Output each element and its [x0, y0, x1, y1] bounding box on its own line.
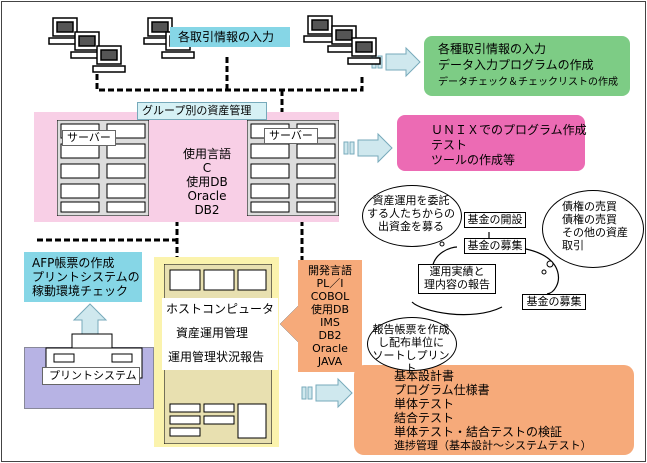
- host-line2: 資産運用管理: [176, 326, 249, 340]
- box-report: 運用実績と 理内容の報告: [418, 264, 496, 294]
- afp-line-1: プリントシステムの: [32, 270, 140, 284]
- bubble-right-2: その他の資産: [562, 226, 628, 239]
- box-fund-raise: 基金の募集: [464, 238, 526, 254]
- bubble-top-0: 資産運用を委託: [372, 194, 450, 207]
- host-label-box: ホストコンピュータ 資産運用管理 運用管理状況報告: [162, 298, 278, 370]
- server-right: [246, 119, 340, 217]
- orange-box: 基本設計書 プログラム仕様書 単体テスト 結合テスト 単体テスト・結合テストの検…: [354, 365, 634, 455]
- green-line-0: 各種取引情報の入力: [438, 42, 547, 56]
- terminals-group-left: [47, 14, 142, 74]
- print-label: プリントシステム: [49, 369, 137, 382]
- dev-lang-7: JAVA: [317, 355, 343, 368]
- bubble-right: [542, 190, 644, 268]
- server-left-label-box: サーバー: [62, 130, 116, 146]
- afp-box: AFP帳票の作成 プリントシステムの 稼動環境チェック: [24, 252, 142, 302]
- bubble-right-text: 債権の売買 債権の売買 その他の資産 取引: [562, 200, 638, 252]
- pink-box: ＵＮＩＸでのプログラム作成 テスト ツールの作成等: [397, 115, 587, 171]
- bubble-top-1: する人たちからの: [367, 207, 455, 220]
- lang-mid-4: DB2: [194, 203, 220, 217]
- bubble-bottom-1: し配布単位に: [378, 336, 444, 349]
- lang-mid-2: 使用DB: [186, 175, 228, 189]
- bubble-bottom: [367, 317, 457, 371]
- bubble-top: [362, 185, 462, 247]
- group-label-box: グループ別の資産管理: [137, 102, 267, 120]
- terminals-group-right: [302, 12, 392, 72]
- terminals-label: 各取引情報の入力: [178, 30, 275, 44]
- pink-line-0: ＵＮＩＸでのプログラム作成: [431, 123, 587, 137]
- computer-icon: [303, 15, 381, 65]
- bubble-top-2: 出資金を募る: [378, 220, 444, 233]
- dev-lang-4: IMS: [320, 316, 340, 329]
- lang-mid-3: Oracle: [187, 189, 227, 203]
- bubble-bottom-2: ソートしプリント: [372, 349, 450, 375]
- orange-line-4: 単体テスト・結合テストの検証: [394, 425, 563, 439]
- box-fund-raise-2: 基金の募集: [522, 294, 586, 310]
- bubble-right-3: 取引: [562, 239, 584, 252]
- server-right-label-box: サーバー: [264, 128, 318, 144]
- dev-langs-box: [298, 260, 362, 372]
- box-report-0: 運用実績と: [429, 265, 485, 278]
- bubble-top-text: 資産運用を委託 する人たちからの 出資金を募る: [364, 194, 458, 233]
- green-box: 各種取引情報の入力 データ入力プログラムの作成 データチェック＆チェックリストの…: [424, 36, 630, 96]
- server-left-label: サーバー: [67, 131, 111, 144]
- bubble-bottom-0: 報告帳票を作成: [372, 323, 450, 336]
- orange-line-5: 進捗管理（基本設計～システムテスト）: [394, 439, 592, 452]
- pink-line-1: テスト: [431, 138, 468, 152]
- green-line-1: データ入力プログラムの作成: [438, 58, 594, 72]
- lang-mid-0: 使用言語: [182, 147, 231, 161]
- host-title: ホストコンピュータ: [166, 302, 275, 316]
- box-report-1: 理内容の報告: [424, 278, 490, 291]
- dev-langs: 開発言語 PL／I COBOL 使用DB IMS DB2 Oracle JAVA: [294, 264, 366, 368]
- afp-line-2: 稼動環境チェック: [32, 284, 129, 298]
- bubble-bottom-text: 報告帳票を作成 し配布単位に ソートしプリント: [369, 323, 453, 375]
- languages-mid: 使用言語 C 使用DB Oracle DB2: [167, 147, 247, 217]
- host-line3: 運用管理状況報告: [168, 350, 265, 364]
- orange-line-2: 単体テスト: [394, 397, 455, 411]
- orange-line-3: 結合テスト: [394, 411, 455, 425]
- orange-line-1: プログラム仕様書: [394, 383, 490, 397]
- dev-lang-2: COBOL: [310, 290, 350, 303]
- server-rack-icon: [246, 119, 340, 217]
- lang-mid-1: C: [202, 161, 212, 175]
- bubble-right-0: 債権の売買: [562, 200, 617, 213]
- box-fund-open: 基金の開設: [464, 212, 526, 228]
- dev-lang-0: 開発言語: [308, 264, 352, 277]
- afp-line-0: AFP帳票の作成: [32, 256, 115, 270]
- bubble-right-1: 債権の売買: [562, 213, 617, 226]
- dev-lang-5: DB2: [318, 329, 342, 342]
- dev-lang-1: PL／I: [316, 277, 344, 290]
- server-right-label: サーバー: [269, 129, 313, 142]
- dev-lang-3: 使用DB: [310, 303, 350, 316]
- pink-line-2: ツールの作成等: [431, 153, 516, 167]
- print-label-box: プリントシステム: [42, 367, 140, 385]
- green-line-2: データチェック＆チェックリストの作成: [438, 77, 618, 88]
- terminals-label-box: 各取引情報の入力: [170, 27, 290, 47]
- dev-lang-6: Oracle: [312, 342, 348, 355]
- orange-line-0: 基本設計書: [394, 369, 455, 383]
- computer-icon: [48, 17, 126, 73]
- group-label: グループ別の資産管理: [142, 104, 252, 117]
